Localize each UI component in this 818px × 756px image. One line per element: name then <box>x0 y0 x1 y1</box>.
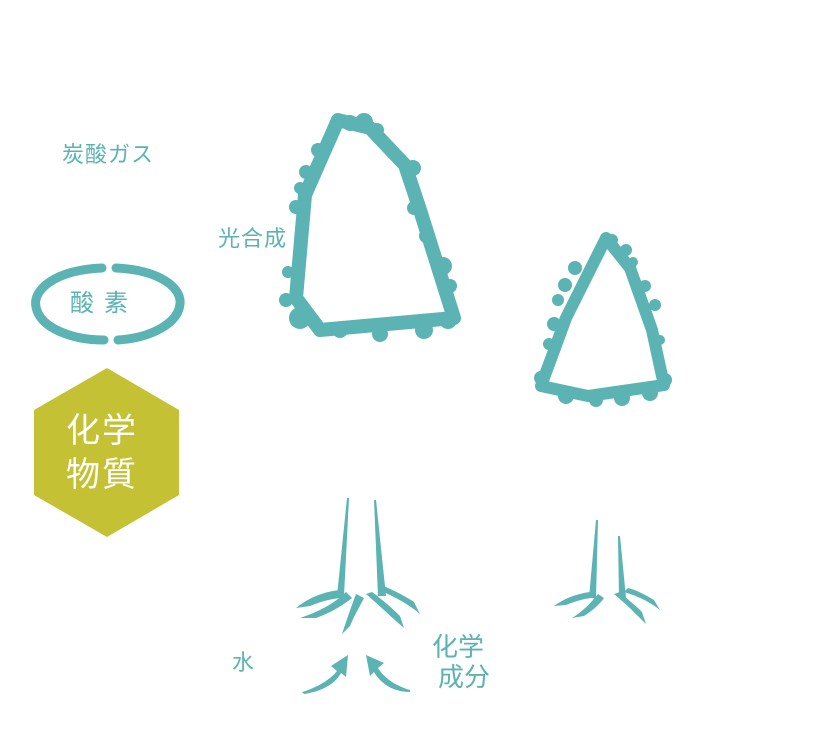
chemical-substance-label-line2: 物質 <box>66 455 138 495</box>
left-tree-trunk <box>296 498 420 634</box>
water-label: 水 <box>232 651 255 676</box>
oxygen-label: 酸素 <box>70 289 138 317</box>
co2-label: 炭酸ガス <box>62 143 155 168</box>
arrow-right-icon <box>366 655 410 692</box>
chemical-components-label-line2: 成分 <box>438 663 491 693</box>
chemical-components-label-line1: 化学 <box>432 633 485 663</box>
oxygen-ellipse <box>31 263 185 345</box>
arrow-left-icon <box>302 655 348 694</box>
left-tree-canopy <box>279 113 461 342</box>
chemical-substance-hexagon <box>34 368 179 537</box>
right-tree-trunk <box>554 520 660 624</box>
photosynthesis-label: 光合成 <box>218 227 288 252</box>
right-tree-canopy <box>534 232 672 407</box>
chemical-substance-label-line1: 化学 <box>66 411 138 451</box>
